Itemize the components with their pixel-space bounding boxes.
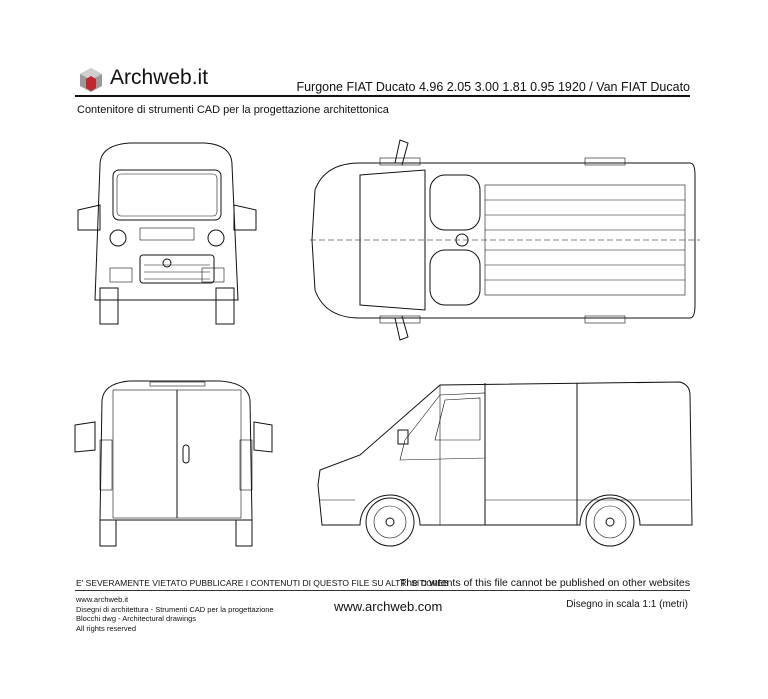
subtitle: Contenitore di strumenti CAD per la prog… (77, 104, 389, 116)
credits-line: Blocchi dwg - Architectural drawings (76, 614, 197, 623)
website-link[interactable]: www.archweb.com (334, 599, 443, 614)
top-view (310, 139, 700, 341)
scale-note: Disegno in scala 1:1 (metri) (566, 599, 688, 610)
archweb-logo-icon (80, 68, 102, 92)
credits-line: All rights reserved (76, 623, 137, 633)
warning-italian: E' SEVERAMENTE VIETATO PUBBLICARE I CONT… (76, 578, 449, 588)
drawing-title: Furgone FIAT Ducato 4.96 2.05 3.00 1.81 … (296, 80, 690, 94)
warning-english: The contents of this file cannot be publ… (399, 577, 690, 589)
footer-credits: www.archweb.it Disegni di architettura -… (76, 595, 274, 633)
footer-divider (75, 590, 690, 591)
logo-text: Archweb.it (110, 66, 209, 89)
rear-view (74, 380, 273, 547)
header-divider (75, 95, 690, 97)
credits-line: Disegni di architettura - Strumenti CAD … (76, 604, 274, 614)
side-view (317, 381, 693, 547)
credits-line: www.archweb.it (76, 595, 129, 604)
front-view (77, 142, 257, 325)
